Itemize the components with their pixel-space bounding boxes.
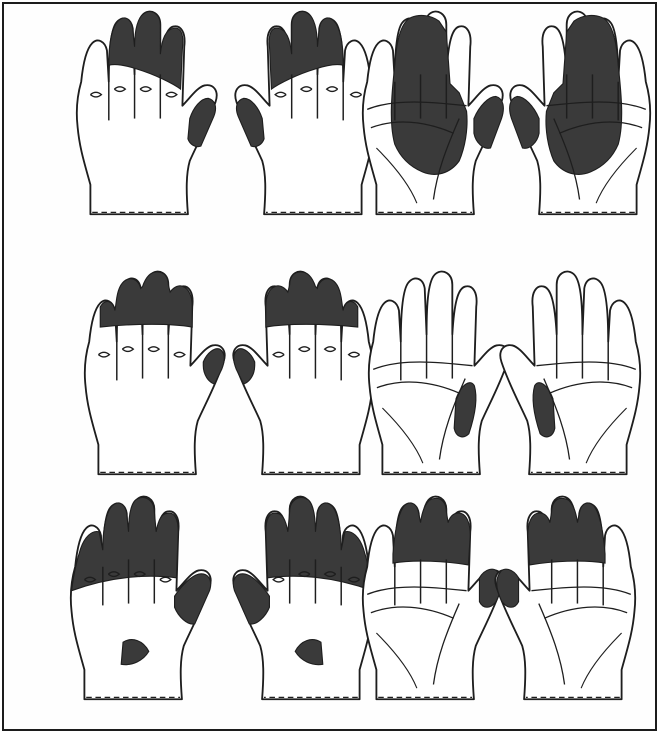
right-hand [495, 497, 635, 700]
right-hand [233, 497, 373, 700]
shaded-region [266, 272, 358, 327]
shaded-region [100, 272, 192, 327]
shaded-region [528, 498, 605, 565]
shaded-region [233, 574, 269, 624]
hand-pair-r2-right [369, 272, 640, 475]
hand-pair-r1-right [363, 12, 650, 215]
right-hand [510, 12, 651, 215]
hand-pair-r2-left [85, 272, 373, 475]
hand-pair-r3-right [363, 497, 635, 700]
right-hand [500, 272, 640, 475]
hand-pair-r3-left [71, 497, 373, 700]
hand-pair-r1-left [77, 12, 375, 215]
right-hand [233, 272, 373, 475]
left-hand [85, 272, 225, 475]
left-hand [77, 12, 217, 215]
right-hand [235, 12, 375, 215]
shaded-region [266, 498, 373, 591]
left-hand [71, 497, 211, 700]
shaded-region [72, 498, 179, 591]
shaded-region [175, 574, 211, 624]
shaded-region [393, 498, 470, 565]
left-hand [363, 497, 503, 700]
left-hand [363, 12, 504, 215]
shaded-region [497, 569, 519, 607]
left-hand [369, 272, 509, 475]
